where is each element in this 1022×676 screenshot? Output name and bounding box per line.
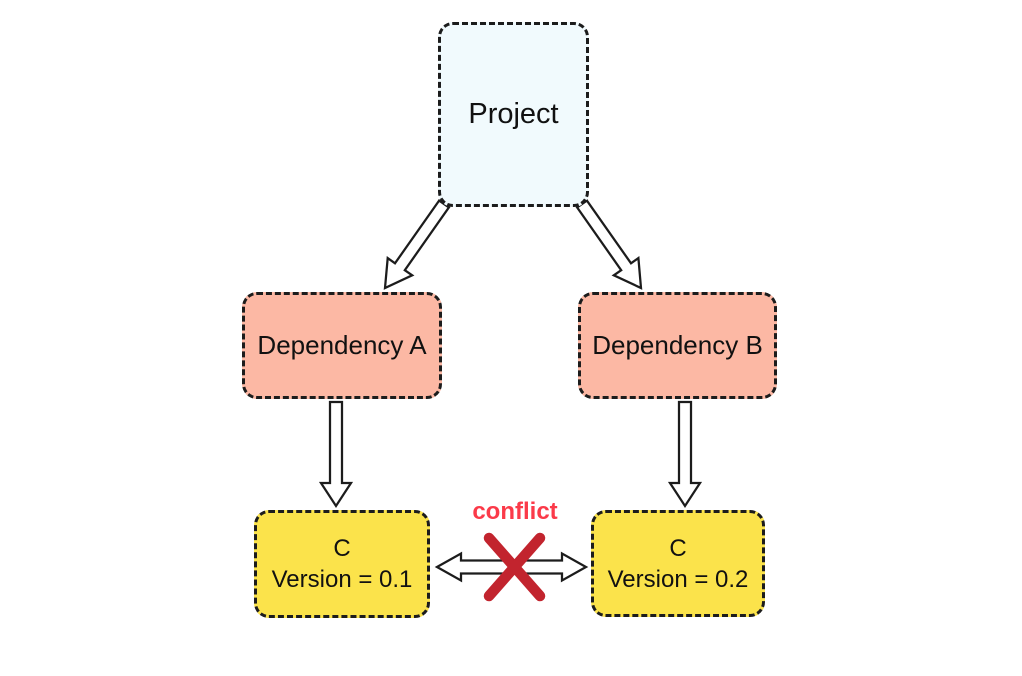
node-c2-label: C	[669, 534, 687, 562]
node-dependency-b-label: Dependency B	[592, 330, 763, 360]
node-c1-label: C	[333, 535, 351, 562]
node-c2-version: Version = 0.2	[607, 565, 749, 593]
conflict-x-icon	[483, 532, 546, 602]
arrow-project-to-dep-b-icon	[575, 199, 643, 290]
conflict-label: conflict	[472, 498, 558, 525]
node-dependency-a: Dependency A	[242, 292, 442, 399]
node-project: Project	[438, 22, 589, 207]
arrow-dep-a-to-c1-icon	[318, 400, 354, 509]
node-c1-version: Version = 0.1	[271, 566, 413, 593]
arrow-dep-b-to-c2-icon	[667, 400, 703, 509]
node-c-version-0-1: C Version = 0.1	[254, 510, 430, 618]
arrow-project-to-dep-a-icon	[383, 199, 451, 290]
node-dependency-a-label: Dependency A	[257, 330, 427, 360]
node-project-label: Project	[468, 98, 559, 130]
node-dependency-b: Dependency B	[578, 292, 777, 399]
node-c-version-0-2: C Version = 0.2	[591, 510, 765, 617]
